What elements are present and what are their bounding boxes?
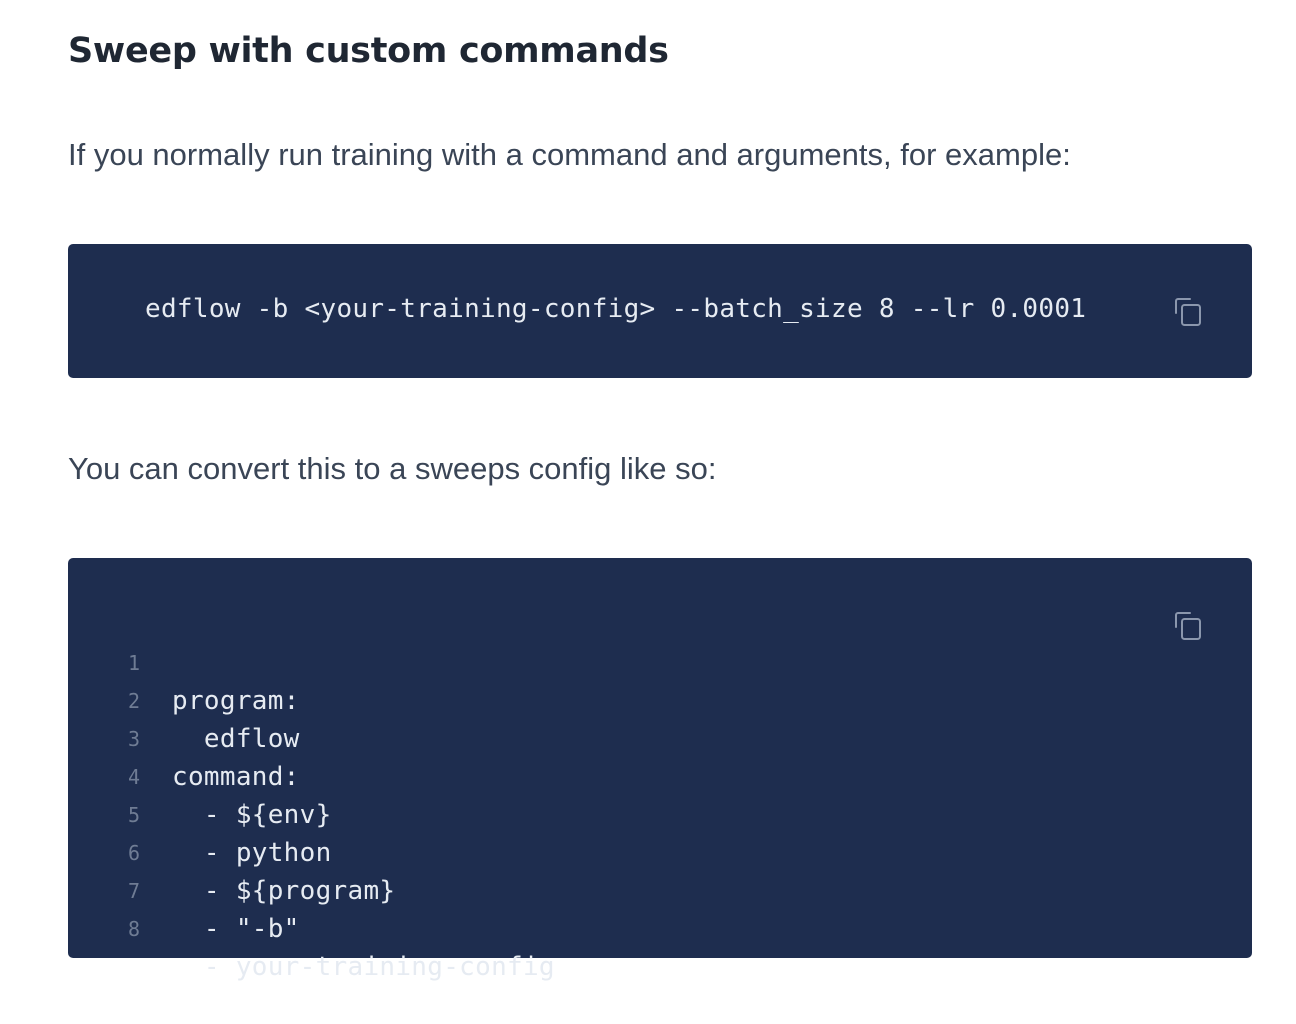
line-number: 7	[127, 879, 140, 903]
code-line: 1 program:	[68, 606, 1252, 716]
convert-paragraph: You can convert this to a sweeps config …	[68, 451, 717, 486]
line-number: 4	[127, 765, 140, 789]
line-number: 8	[127, 917, 140, 941]
line-text: - your-training-config	[172, 952, 555, 982]
line-text: - "-b"	[172, 914, 300, 944]
code-line: 5 - python	[68, 758, 1252, 868]
line-text: - ${env}	[172, 800, 332, 830]
command-code: edflow -b <your-training-config> --batch…	[145, 294, 1087, 324]
line-text: program:	[172, 686, 300, 716]
line-text: command:	[172, 762, 300, 792]
line-text: - python	[172, 838, 332, 868]
code-line: 3 command:	[68, 682, 1252, 792]
section-heading: Sweep with custom commands	[68, 31, 669, 71]
copy-icon[interactable]	[1172, 296, 1204, 328]
sweep-config-code-block: 1 program: 2 edflow 3 command: 4 - ${env…	[68, 558, 1252, 982]
code-line: 6 - ${program}	[68, 796, 1252, 906]
command-code-block: edflow -b <your-training-config> --batch…	[68, 244, 1252, 378]
code-line: 7 - "-b"	[68, 834, 1252, 944]
copy-icon[interactable]	[1172, 610, 1204, 642]
intro-paragraph: If you normally run training with a comm…	[68, 137, 1071, 172]
line-number: 1	[127, 651, 140, 675]
code-line: 4 - ${env}	[68, 720, 1252, 830]
line-text: - ${program}	[172, 876, 396, 906]
code-line: 8 - your-training-config	[68, 872, 1252, 982]
line-number: 2	[127, 689, 140, 713]
line-text: edflow	[172, 724, 300, 754]
code-lines: 1 program: 2 edflow 3 command: 4 - ${env…	[68, 606, 1252, 982]
line-number: 3	[127, 727, 140, 751]
line-number: 6	[127, 841, 140, 865]
line-number: 5	[127, 803, 140, 827]
code-line: 2 edflow	[68, 644, 1252, 754]
